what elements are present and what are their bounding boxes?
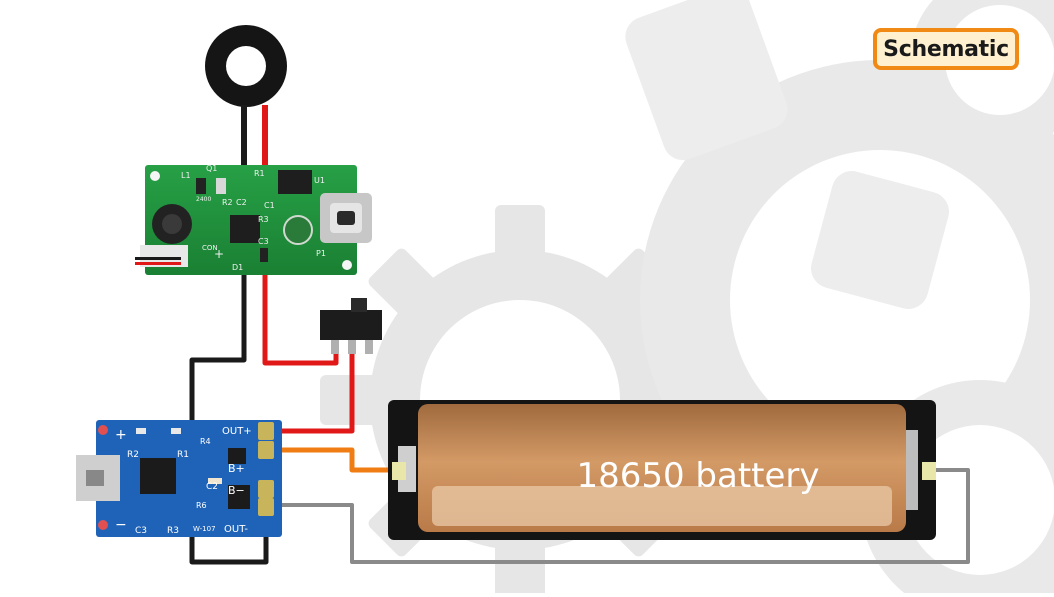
transducer-wires	[241, 105, 268, 170]
battery-label: 18650 battery	[576, 456, 819, 496]
pin-out-plus: OUT+	[222, 426, 252, 437]
label-c2: C2	[206, 482, 218, 492]
gray-wires	[266, 468, 970, 564]
label-model: W-107	[193, 525, 216, 533]
schematic-badge: Schematic	[873, 28, 1019, 70]
label-r1: R1	[254, 169, 265, 178]
label-u1: U1	[314, 176, 325, 185]
label-ic: 2400	[196, 196, 211, 203]
label-r3: R3	[167, 526, 179, 536]
atomizer-disc	[205, 25, 287, 107]
label-r2: R2	[222, 198, 233, 207]
driver-board: R1 Q1 L1 C2 R2 R3 C3 C1 D1 U1 P1 + CON 2…	[135, 164, 372, 275]
label-r4: R4	[200, 437, 211, 446]
pin-out-minus: OUT-	[224, 524, 248, 535]
label-c3: C3	[135, 526, 147, 536]
label-q1: Q1	[206, 164, 217, 173]
label-c3: C3	[258, 237, 269, 246]
label-r2: R2	[127, 450, 139, 460]
label-r3: R3	[258, 215, 269, 224]
red-wires	[262, 275, 355, 434]
label-r1: R1	[177, 450, 189, 460]
battery-holder: 18650 battery	[388, 400, 936, 540]
slide-switch	[320, 298, 382, 354]
orange-wire	[266, 447, 395, 473]
label-r6: R6	[196, 501, 207, 510]
label-c2: C2	[236, 198, 247, 207]
pin-b-plus: B+	[228, 462, 245, 475]
gear-icon	[625, 0, 949, 309]
label-c1: C1	[264, 201, 275, 210]
label-d1: D1	[232, 263, 243, 272]
label-con: CON	[202, 244, 218, 252]
label-plus: +	[115, 427, 127, 443]
charger-board: OUT+ B+ B− OUT- + − R2 R1 C3 R3 C2 R4 R6…	[76, 420, 282, 537]
label-minus: −	[115, 517, 127, 533]
gear-icon	[640, 0, 1054, 597]
label-l1: L1	[181, 171, 191, 180]
label-p1: P1	[316, 249, 326, 258]
label-plus: +	[214, 247, 224, 261]
pin-b-minus: B−	[228, 484, 245, 497]
